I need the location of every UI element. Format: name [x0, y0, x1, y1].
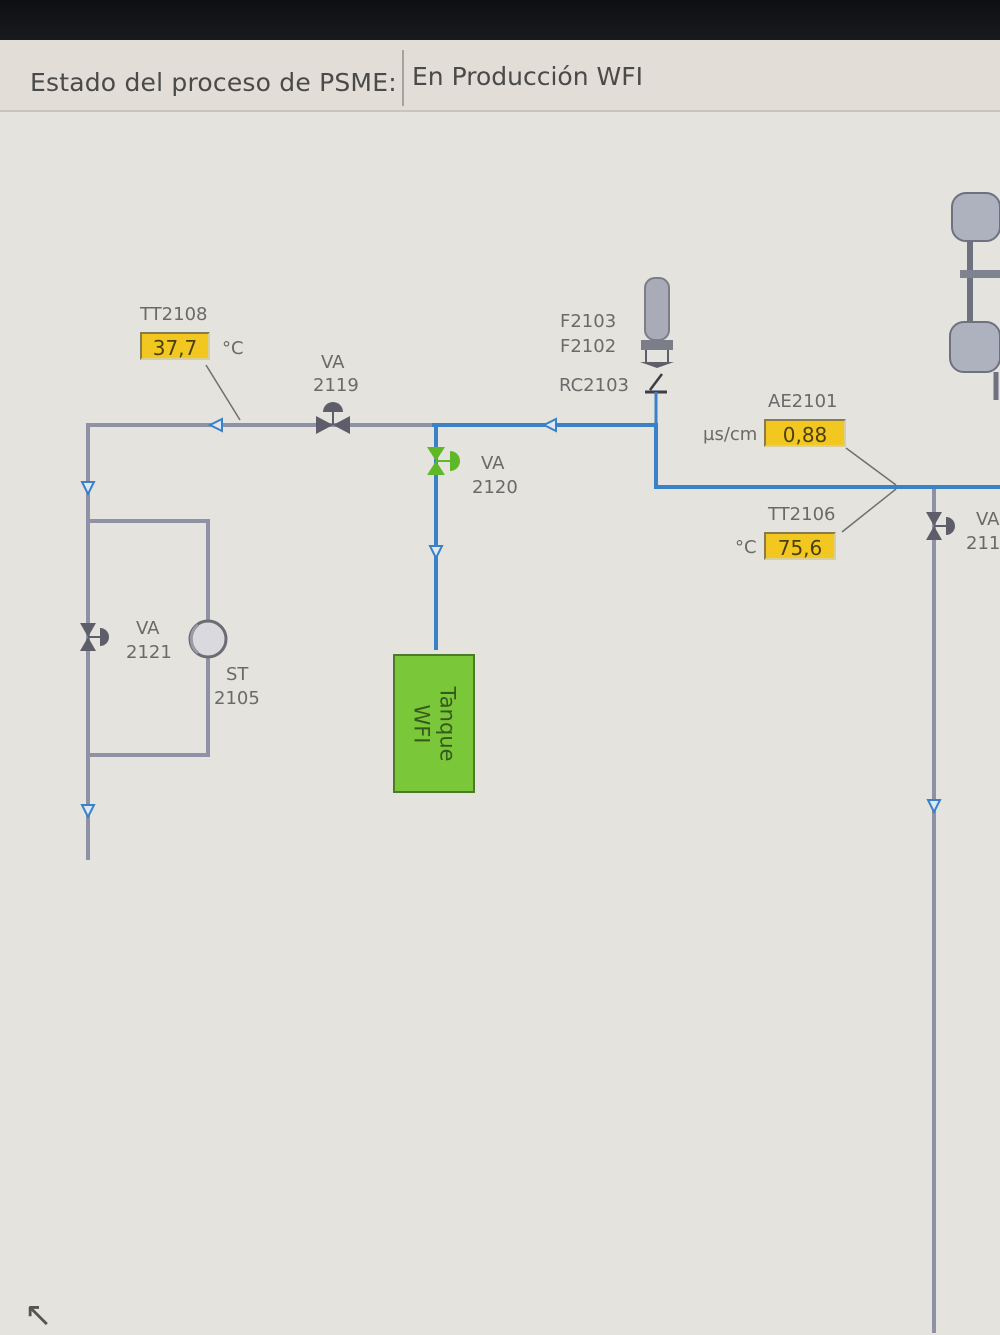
process-status-label: Estado del proceso de PSME:	[30, 68, 397, 97]
st2105-tag: ST	[226, 664, 249, 685]
tt2106-unit: °C	[735, 537, 757, 558]
filter-tag-f2103: F2103	[560, 311, 617, 332]
leader-tt2106	[841, 488, 897, 533]
tank-label: Tanque WFI	[394, 655, 474, 792]
valve-va211x-icon[interactable]	[926, 512, 955, 540]
st2105-number: 2105	[214, 688, 260, 709]
valve-va2121-icon[interactable]	[80, 623, 109, 651]
filter-f2103-icon[interactable]	[640, 277, 674, 368]
steam-trap-st2105-icon[interactable]	[188, 619, 228, 659]
pipe-bypass-top	[90, 519, 210, 630]
rc2103-tag: RC2103	[559, 375, 629, 396]
va2120-tag: VA	[481, 453, 505, 474]
ae2101-value[interactable]: 0,88	[764, 419, 846, 447]
tt2108-value[interactable]: 37,7	[140, 332, 210, 360]
leader-ae2101	[845, 447, 897, 486]
va2119-number: 2119	[313, 375, 359, 396]
filter-tag-f2102: F2102	[560, 336, 617, 357]
status-bar	[0, 40, 1000, 112]
va211x-number: 211	[966, 533, 1000, 554]
tt2108-unit: °C	[222, 338, 244, 359]
leader-tt2108	[205, 364, 241, 421]
process-status-value: En Producción WFI	[412, 62, 643, 91]
pipe-bypass-bottom	[90, 650, 210, 757]
status-separator	[402, 50, 404, 106]
va2119-tag: VA	[321, 352, 345, 373]
tt2108-tag: TT2108	[140, 304, 208, 325]
flow-arrows	[80, 417, 942, 820]
flow-arrow-left-top	[80, 481, 96, 497]
vessels-right	[949, 192, 1000, 400]
ae2101-tag: AE2101	[768, 391, 838, 412]
check-valve-rc2103-icon[interactable]	[645, 373, 667, 425]
tt2106-value[interactable]: 75,6	[764, 532, 836, 560]
flow-arrow-mid-line	[541, 417, 557, 433]
flow-arrow-left-bottom	[80, 804, 96, 820]
va2121-number: 2121	[126, 642, 172, 663]
tank-label-line1: Tanque	[435, 685, 460, 762]
flow-arrow-right	[926, 799, 942, 815]
ae2101-unit: µs/cm	[703, 424, 758, 445]
va2120-number: 2120	[472, 477, 518, 498]
tank-wfi[interactable]	[393, 654, 475, 793]
instrument-leaders	[205, 364, 897, 533]
tt2106-tag: TT2106	[768, 504, 836, 525]
blue-pipes	[432, 423, 1000, 650]
va2121-tag: VA	[136, 618, 160, 639]
tank-label-line2: WFI	[409, 703, 433, 744]
valve-va2119-icon[interactable]	[316, 402, 350, 434]
flow-arrow-left-line	[207, 417, 223, 433]
valve-va2120-icon[interactable]	[427, 447, 460, 475]
flow-arrow-tank-line	[428, 545, 444, 561]
mouse-cursor-icon: ↖	[24, 1295, 53, 1335]
va211x-tag: VA	[976, 509, 1000, 530]
